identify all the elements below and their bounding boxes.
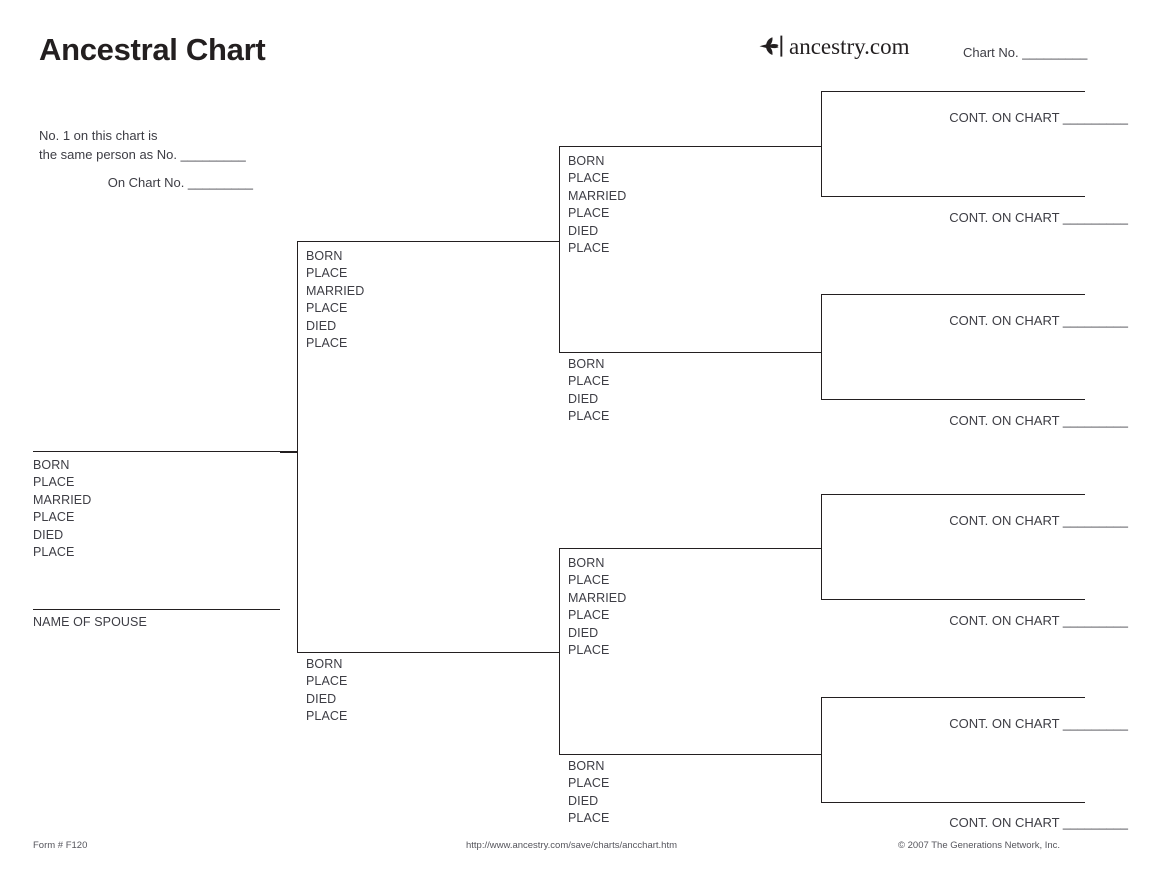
person7-field-died: DIED — [568, 793, 599, 808]
person3-field-place2: PLACE — [306, 709, 348, 724]
person10-cont-on-chart[interactable]: CONT. ON CHART _________ — [949, 313, 1128, 328]
person3-field-died: DIED — [306, 691, 337, 706]
person3-field-place1: PLACE — [306, 674, 348, 689]
person7-field-place2: PLACE — [568, 811, 610, 826]
g2-spine — [297, 241, 298, 652]
person7-fields: BORN PLACE DIED PLACE — [568, 758, 610, 828]
person15-cont-on-chart[interactable]: CONT. ON CHART _________ — [949, 815, 1128, 830]
person9-cont-on-chart[interactable]: CONT. ON CHART _________ — [949, 210, 1128, 225]
person10-name-line[interactable] — [821, 294, 1085, 295]
person6-field-place3: PLACE — [568, 643, 610, 658]
person5-field-born: BORN — [568, 357, 605, 371]
person2-field-born: BORN — [306, 249, 343, 263]
ancestry-brand-logo: ancestry.com — [757, 31, 909, 61]
footer-copyright: © 2007 The Generations Network, Inc. — [898, 840, 1061, 851]
on-chart-no-field[interactable]: On Chart No. _________ — [107, 175, 253, 190]
person2-field-place1: PLACE — [306, 266, 348, 281]
same-person-note: No. 1 on this chart is the same person a… — [39, 126, 246, 164]
person4-fields: BORN PLACE MARRIED PLACE DIED PLACE — [568, 153, 626, 257]
person4-field-born: BORN — [568, 154, 605, 168]
person5-field-place1: PLACE — [568, 374, 610, 389]
person1-fields: BORN PLACE MARRIED PLACE DIED PLACE — [33, 457, 91, 561]
person9-name-line[interactable] — [821, 196, 1085, 197]
spouse-caption: NAME OF SPOUSE — [33, 615, 147, 629]
person12-name-line[interactable] — [821, 494, 1085, 495]
person7-field-place1: PLACE — [568, 776, 610, 791]
person11-name-line[interactable] — [821, 399, 1085, 400]
connector-g1-g2 — [280, 452, 298, 453]
person2-field-married: MARRIED — [306, 283, 365, 298]
same-person-line-1: No. 1 on this chart is — [39, 128, 158, 143]
person4-field-died: DIED — [568, 223, 599, 238]
person14-name-line[interactable] — [821, 697, 1085, 698]
person1-field-married: MARRIED — [33, 492, 92, 507]
person2-fields: BORN PLACE MARRIED PLACE DIED PLACE — [306, 248, 364, 352]
person3-fields: BORN PLACE DIED PLACE — [306, 656, 348, 726]
person11-cont-on-chart[interactable]: CONT. ON CHART _________ — [949, 413, 1128, 428]
person5-field-died: DIED — [568, 391, 599, 406]
person1-name-line[interactable] — [33, 451, 297, 452]
ancestry-leaf-icon — [759, 35, 783, 57]
person8-cont-on-chart[interactable]: CONT. ON CHART _________ — [949, 110, 1128, 125]
person12-cont-on-chart[interactable]: CONT. ON CHART _________ — [949, 513, 1128, 528]
g4-spine-d — [821, 697, 822, 802]
person4-field-place1: PLACE — [568, 171, 610, 186]
g4-spine-a — [821, 91, 822, 196]
person6-field-born: BORN — [568, 556, 605, 570]
g3-lower-spine — [559, 548, 560, 754]
g4-spine-b — [821, 294, 822, 399]
person6-field-died: DIED — [568, 625, 599, 640]
g4-spine-c — [821, 494, 822, 599]
person15-name-line[interactable] — [821, 802, 1085, 803]
footer-url[interactable]: http://www.ancestry.com/save/charts/ancc… — [466, 840, 678, 851]
page-title: Ancestral Chart — [39, 32, 266, 67]
person4-field-married: MARRIED — [568, 188, 627, 203]
person13-cont-on-chart[interactable]: CONT. ON CHART _________ — [949, 613, 1128, 628]
person5-name-line[interactable] — [559, 352, 821, 353]
person6-name-line[interactable] — [559, 548, 821, 549]
person3-field-born: BORN — [306, 657, 343, 671]
person8-name-line[interactable] — [821, 91, 1085, 92]
person1-field-place1: PLACE — [33, 475, 75, 490]
spouse-name-line[interactable] — [33, 609, 280, 610]
same-person-line-2[interactable]: the same person as No. _________ — [39, 147, 246, 162]
g3-upper-spine — [559, 146, 560, 352]
person2-field-place2: PLACE — [306, 301, 348, 316]
person7-field-born: BORN — [568, 759, 605, 773]
person2-name-line[interactable] — [297, 241, 559, 242]
person1-field-born: BORN — [33, 458, 70, 472]
person5-field-place2: PLACE — [568, 409, 610, 424]
person13-name-line[interactable] — [821, 599, 1085, 600]
person6-field-place1: PLACE — [568, 573, 610, 588]
chart-no-field[interactable]: Chart No. _________ — [963, 45, 1088, 60]
person1-field-place3: PLACE — [33, 545, 75, 560]
person6-field-place2: PLACE — [568, 608, 610, 623]
person4-field-place3: PLACE — [568, 241, 610, 256]
person1-field-died: DIED — [33, 527, 64, 542]
person14-cont-on-chart[interactable]: CONT. ON CHART _________ — [949, 716, 1128, 731]
person6-fields: BORN PLACE MARRIED PLACE DIED PLACE — [568, 555, 626, 659]
person2-field-place3: PLACE — [306, 336, 348, 351]
ancestry-wordmark: ancestry.com — [789, 33, 910, 59]
person7-name-line[interactable] — [559, 754, 821, 755]
person5-fields: BORN PLACE DIED PLACE — [568, 356, 610, 426]
person1-field-place2: PLACE — [33, 510, 75, 525]
footer-form-number: Form # F120 — [33, 840, 88, 851]
person4-name-line[interactable] — [559, 146, 821, 147]
person2-field-died: DIED — [306, 318, 337, 333]
person4-field-place2: PLACE — [568, 206, 610, 221]
person6-field-married: MARRIED — [568, 590, 627, 605]
person3-name-line[interactable] — [297, 652, 559, 653]
